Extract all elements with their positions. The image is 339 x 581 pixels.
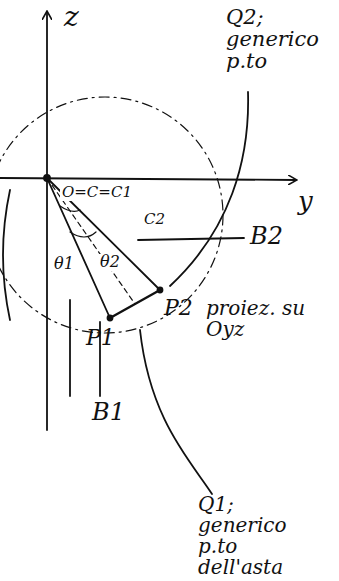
label: Q1; generico p.to dell'asta xyxy=(198,494,328,578)
origin xyxy=(44,175,50,181)
leader-line xyxy=(138,238,244,240)
label: y xyxy=(298,188,313,215)
label: B1 xyxy=(92,400,125,425)
leader-line xyxy=(69,300,71,396)
label: θ1 xyxy=(52,256,76,273)
label: C2 xyxy=(142,212,167,228)
leader-line xyxy=(170,92,248,286)
dashed-circle xyxy=(0,97,223,333)
label: z xyxy=(64,2,79,31)
label: O=C=C1 xyxy=(60,185,134,201)
dashed-line xyxy=(47,178,135,304)
rod-segment xyxy=(47,178,160,290)
angle-arc xyxy=(70,232,96,237)
z-axis xyxy=(46,12,48,430)
left-bracket xyxy=(3,190,10,320)
angle-arc xyxy=(60,206,80,211)
point xyxy=(158,288,163,293)
leader-line xyxy=(140,330,212,494)
label: Q2; generico p.to xyxy=(226,6,334,72)
label: θ2 xyxy=(98,254,122,271)
label: B2 xyxy=(250,224,283,249)
label: proiez. su Oyz xyxy=(206,298,316,340)
label: P1 xyxy=(86,326,115,349)
label: P2 xyxy=(164,296,193,319)
point xyxy=(108,316,113,321)
